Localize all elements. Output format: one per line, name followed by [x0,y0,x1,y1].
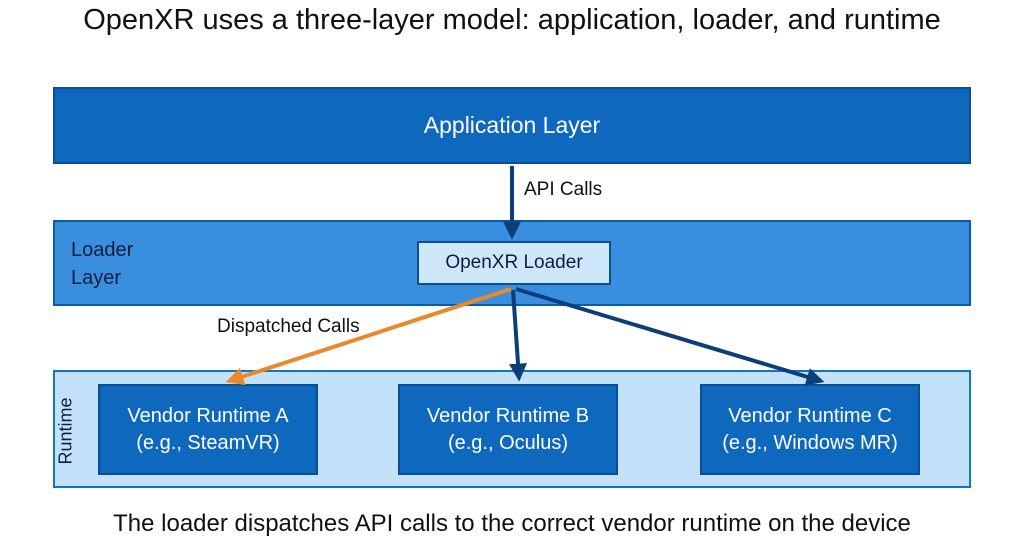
loader-layer: Loader Layer OpenXR Loader [53,220,971,306]
vendor-runtime-a-name: Vendor Runtime A [127,404,289,427]
application-layer-label: Application Layer [423,112,601,138]
openxr-loader-label: OpenXR Loader [445,252,583,273]
vendor-runtime-c-box: Vendor Runtime C (e.g., Windows MR) [700,384,920,475]
vendor-runtime-c-name: Vendor Runtime C [728,404,892,427]
vendor-runtime-a-box: Vendor Runtime A (e.g., SteamVR) [98,384,318,475]
vendor-runtime-c-example: (e.g., Windows MR) [722,431,898,454]
loader-layer-label-line2: Layer [71,267,122,289]
openxr-loader-box: OpenXR Loader [417,241,611,285]
loader-layer-label: Loader Layer [71,236,133,292]
runtime-layer: Runtime Vendor Runtime A (e.g., SteamVR)… [53,370,971,488]
diagram-caption: The loader dispatches API calls to the c… [113,510,911,537]
application-layer: Application Layer [53,87,971,164]
vendor-runtime-b-name: Vendor Runtime B [426,404,590,427]
vendor-runtime-a-example: (e.g., SteamVR) [136,431,280,454]
dispatched-calls-label: Dispatched Calls [217,316,360,337]
diagram-title: OpenXR uses a three-layer model: applica… [83,4,941,36]
loader-layer-label-line1: Loader [71,239,134,261]
runtime-layer-label: Runtime [55,397,76,465]
vendor-runtime-b-example: (e.g., Oculus) [447,431,569,454]
api-calls-label: API Calls [524,179,603,200]
vendor-runtime-b-box: Vendor Runtime B (e.g., Oculus) [398,384,618,475]
